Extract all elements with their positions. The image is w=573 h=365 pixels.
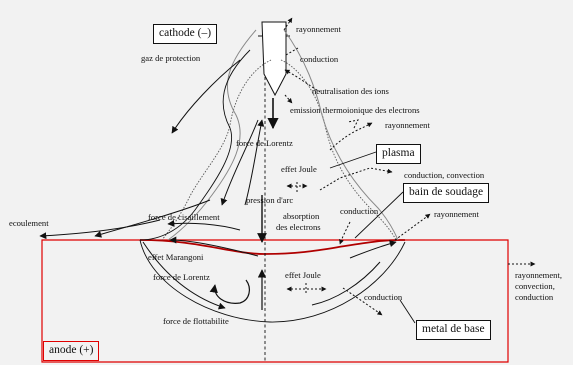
weld-pool-boundary	[139, 239, 406, 323]
anode-box: anode (+)	[43, 341, 100, 361]
label-out-convection: convection,	[515, 281, 555, 291]
label-conduction-mid: conduction	[340, 206, 379, 216]
label-pression-arc: pression d'arc	[246, 195, 294, 205]
label-cisaillement: force de cisaillement	[148, 212, 220, 222]
plasma-envelope	[161, 59, 397, 241]
label-rayonnement-mid: rayonnement	[385, 120, 430, 130]
label-flottabilite: force de flottabilite	[163, 316, 229, 326]
label-marangoni: effet Marangoni	[148, 252, 204, 262]
label-emission: emission thermoionique des electrons	[290, 105, 420, 115]
label-absorption: absorption	[283, 211, 320, 221]
label-neutralisation: neutralisation des ions	[312, 86, 389, 96]
label-conduction-convection: conduction, convection	[404, 170, 485, 180]
label-gaz-de-protection: gaz de protection	[141, 53, 201, 63]
label-ecoulement: ecoulement	[9, 218, 49, 228]
weld-pool-box: bain de soudage	[403, 183, 490, 203]
label-absorption-electrons: des electrons	[276, 222, 321, 232]
electrode	[261, 21, 287, 97]
label-lorentz-bottom: force de Lorentz	[153, 272, 210, 282]
plasma-box: plasma	[376, 144, 421, 164]
label-lorentz-top: force de Lorentz	[236, 138, 293, 148]
label-out-rayonnement: rayonnement,	[515, 270, 563, 280]
label-effet-joule-top: effet Joule	[281, 164, 317, 174]
base-metal-box: metal de base	[416, 320, 491, 340]
label-effet-joule-bottom: effet Joule	[285, 270, 321, 280]
weld-pool-surface	[139, 239, 405, 255]
label-rayonnement-top: rayonnement	[296, 24, 341, 34]
label-rayonnement-right: rayonnement	[434, 209, 479, 219]
cathode-box: cathode (–)	[153, 24, 218, 44]
anode-outline	[41, 239, 509, 363]
label-conduction-top: conduction	[300, 54, 339, 64]
label-out-conduction: conduction	[515, 292, 554, 302]
label-conduction-bottom: conduction	[364, 292, 403, 302]
